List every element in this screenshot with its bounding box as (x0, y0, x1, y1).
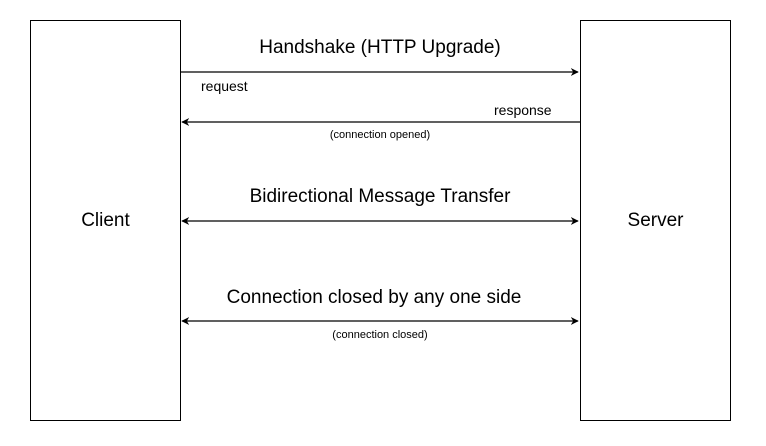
handshake-title: Handshake (HTTP Upgrade) (259, 37, 501, 58)
client-label: Client (81, 209, 130, 231)
response-label: response (494, 102, 552, 118)
client-box: Client (30, 20, 181, 421)
transfer-title: Bidirectional Message Transfer (249, 186, 511, 207)
server-label: Server (627, 209, 684, 231)
server-box: Server (580, 20, 731, 421)
connection-closed-note: (connection closed) (332, 329, 428, 341)
request-label: request (201, 78, 248, 94)
closing-title: Connection closed by any one side (226, 287, 522, 308)
connection-opened-note: (connection opened) (329, 129, 431, 141)
